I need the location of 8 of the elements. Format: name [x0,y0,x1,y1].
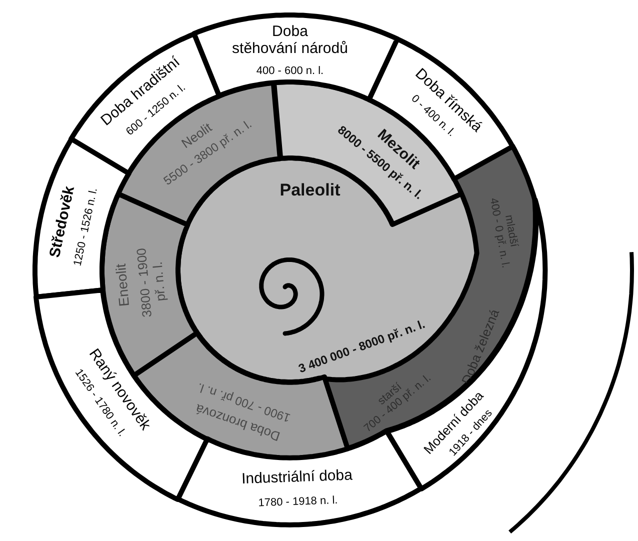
period-name: Industriální doba [242,468,353,488]
date-range: 3800 - 1900 př. n. l. [134,246,169,318]
period-name: Paleolit [280,180,340,200]
date-range: 3 400 000 - 8000 př. n. l. [297,318,427,376]
period-name: Doba stěhování národů [232,24,348,58]
period-name: Eneolit [112,262,132,307]
date-range: 1780 - 1918 n. l. [258,494,338,510]
date-range: 400 - 600 n. l. [256,64,324,78]
